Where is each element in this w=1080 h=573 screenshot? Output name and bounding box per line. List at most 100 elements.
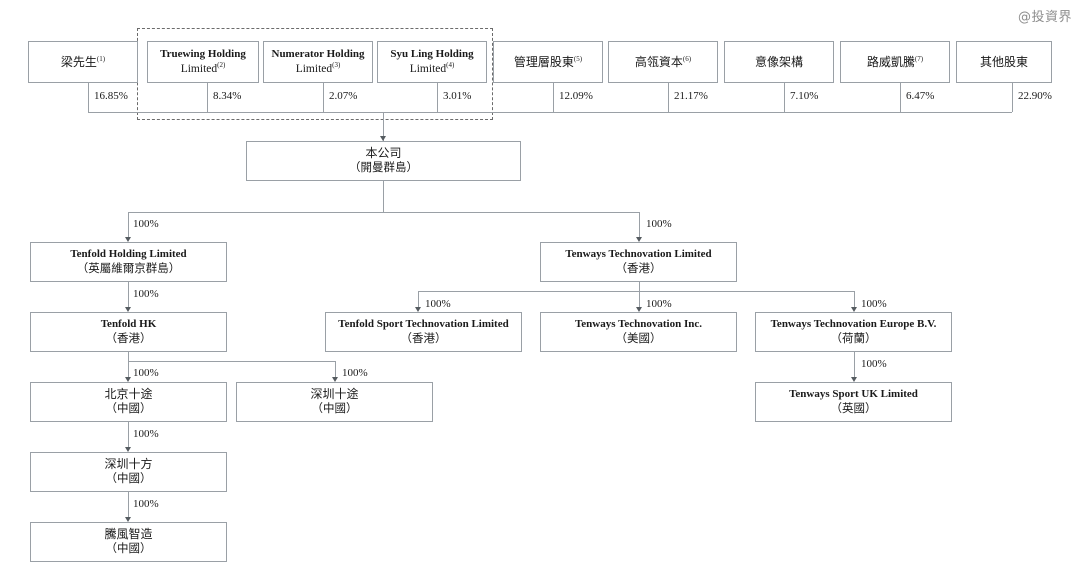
- shareholder-superscript-5: (6): [682, 54, 692, 63]
- connector-to-tenfold-sport: [418, 291, 419, 307]
- node-tenfold-sport-line1: Tenfold Sport Technovation Limited: [338, 317, 509, 330]
- pct-to-tenfold-hk: 100%: [133, 288, 159, 300]
- arrow-to-tenfold-sport: [415, 307, 421, 312]
- node-tenfold-hk-line2: （香港）: [105, 332, 152, 345]
- connector-tenfold-hk-down: [128, 352, 129, 361]
- shareholder-droplink-7: [900, 83, 901, 112]
- shareholder-box-6[interactable]: 意像架構: [724, 41, 834, 83]
- shareholder-pct-3: 3.01%: [443, 90, 472, 102]
- shareholder-pct-0: 16.85%: [94, 90, 128, 102]
- pct-to-beijing-shitu: 100%: [133, 367, 159, 379]
- node-shenzhen-shitu[interactable]: 深圳十途 （中國）: [236, 382, 433, 422]
- node-tenways-technovation-limited-line1: Tenways Technovation Limited: [565, 247, 712, 260]
- shareholder-name-8: 其他股東: [979, 54, 1028, 69]
- pct-to-tenfold-holding: 100%: [133, 218, 159, 230]
- shareholder-name-5: 高瓴資本(6): [634, 54, 692, 69]
- arrow-to-shenzhen-shifang: [125, 447, 131, 452]
- shareholder-name2-1: Limited(2): [180, 60, 226, 75]
- node-beijing-shitu-line2: （中國）: [105, 403, 152, 416]
- pct-to-tenways-inc: 100%: [646, 298, 672, 310]
- shareholder-pct-5: 21.17%: [674, 90, 708, 102]
- shareholder-droplink-3: [437, 83, 438, 112]
- watermark: @投資界: [1017, 10, 1072, 25]
- pct-to-tenways-tech-ltd: 100%: [646, 218, 672, 230]
- connector-shareholder-bus: [88, 112, 1012, 113]
- shareholder-pct-7: 6.47%: [906, 90, 935, 102]
- connector-to-tenfold-holding: [128, 212, 129, 237]
- shareholder-box-4[interactable]: 管理層股東(5): [493, 41, 603, 83]
- node-shenzhen-shitu-line1: 深圳十途: [310, 387, 359, 402]
- shareholder-name-3: Syu Ling Holding: [390, 47, 474, 60]
- node-tenfold-hk[interactable]: Tenfold HK （香港）: [30, 312, 227, 352]
- node-tenways-inc[interactable]: Tenways Technovation Inc. （美國）: [540, 312, 737, 352]
- shareholder-superscript-0: (1): [96, 54, 106, 63]
- pct-to-shenzhen-shitu: 100%: [342, 367, 368, 379]
- shareholder-name-2: Numerator Holding: [271, 47, 365, 60]
- arrow-to-tenways-tech-ltd: [636, 237, 642, 242]
- shareholder-pct-8: 22.90%: [1018, 90, 1052, 102]
- node-tengfeng[interactable]: 騰風智造 （中國）: [30, 522, 227, 562]
- node-tenfold-holding[interactable]: Tenfold Holding Limited （英屬維爾京群島）: [30, 242, 227, 282]
- connector-company-down: [383, 181, 384, 212]
- arrow-to-shenzhen-shitu: [332, 377, 338, 382]
- shareholder-superscript-1: (2): [217, 60, 226, 69]
- shareholder-droplink-1: [207, 83, 208, 112]
- node-tenfold-holding-line2: （英屬維爾京群島）: [76, 262, 181, 275]
- connector-to-shenzhen-shifang: [128, 422, 129, 447]
- shareholder-name-0: 梁先生(1): [60, 54, 106, 69]
- node-company-line2: （開曼群島）: [349, 162, 418, 175]
- arrow-to-tenfold-holding: [125, 237, 131, 242]
- shareholder-name-6: 意像架構: [754, 54, 803, 69]
- connector-to-tengfeng: [128, 492, 129, 517]
- pct-to-shenzhen-shifang: 100%: [133, 428, 159, 440]
- shareholder-name2-2: Limited(3): [295, 60, 341, 75]
- connector-to-tenways-tech-ltd: [639, 212, 640, 237]
- node-shenzhen-shifang[interactable]: 深圳十方 （中國）: [30, 452, 227, 492]
- node-tenways-technovation-limited-line2: （香港）: [615, 262, 662, 275]
- arrow-to-tengfeng: [125, 517, 131, 522]
- connector-tenways-bus: [418, 291, 854, 292]
- node-tenways-europe-line1: Tenways Technovation Europe B.V.: [770, 317, 937, 330]
- node-company-line1: 本公司: [365, 146, 402, 161]
- shareholder-superscript-2: (3): [332, 60, 341, 69]
- shareholder-name2-3: Limited(4): [409, 60, 455, 75]
- shareholder-droplink-4: [553, 83, 554, 112]
- node-beijing-shitu-line1: 北京十途: [104, 387, 153, 402]
- node-tengfeng-line1: 騰風智造: [104, 527, 153, 542]
- node-tenways-uk[interactable]: Tenways Sport UK Limited （英國）: [755, 382, 952, 422]
- node-tenways-europe[interactable]: Tenways Technovation Europe B.V. （荷蘭）: [755, 312, 952, 352]
- shareholder-superscript-4: (5): [573, 54, 583, 63]
- arrow-to-tenways-inc: [636, 307, 642, 312]
- connector-to-beijing-shitu: [128, 361, 129, 377]
- shareholder-box-0[interactable]: 梁先生(1): [28, 41, 138, 83]
- connector-to-tenways-uk: [854, 352, 855, 377]
- node-tenways-europe-line2: （荷蘭）: [830, 332, 877, 345]
- shareholder-droplink-6: [784, 83, 785, 112]
- node-shenzhen-shitu-line2: （中國）: [311, 403, 358, 416]
- node-tenways-inc-line2: （美國）: [615, 332, 662, 345]
- connector-to-tenfold-hk: [128, 282, 129, 307]
- node-tenways-inc-line1: Tenways Technovation Inc.: [574, 317, 703, 330]
- node-company[interactable]: 本公司 （開曼群島）: [246, 141, 521, 181]
- shareholder-pct-2: 2.07%: [329, 90, 358, 102]
- connector-company-bus: [128, 212, 639, 213]
- shareholder-superscript-7: (7): [914, 54, 924, 63]
- pct-to-tenfold-sport: 100%: [425, 298, 451, 310]
- node-tenfold-hk-line1: Tenfold HK: [100, 317, 157, 330]
- connector-tenways-down: [639, 282, 640, 291]
- node-beijing-shitu[interactable]: 北京十途 （中國）: [30, 382, 227, 422]
- shareholder-box-7[interactable]: 路威凱騰(7): [840, 41, 950, 83]
- shareholder-box-8[interactable]: 其他股東: [956, 41, 1052, 83]
- shareholder-name-1: Truewing Holding: [160, 47, 246, 60]
- shareholder-name-4: 管理層股東(5): [513, 54, 583, 69]
- node-tenfold-sport[interactable]: Tenfold Sport Technovation Limited （香港）: [325, 312, 522, 352]
- node-tenfold-holding-line1: Tenfold Holding Limited: [70, 247, 187, 260]
- node-tenways-technovation-limited[interactable]: Tenways Technovation Limited （香港）: [540, 242, 737, 282]
- arrow-to-tenways-europe: [851, 307, 857, 312]
- node-shenzhen-shifang-line2: （中國）: [105, 473, 152, 486]
- shareholder-box-5[interactable]: 高瓴資本(6): [608, 41, 718, 83]
- node-tenways-uk-line2: （英國）: [830, 402, 877, 415]
